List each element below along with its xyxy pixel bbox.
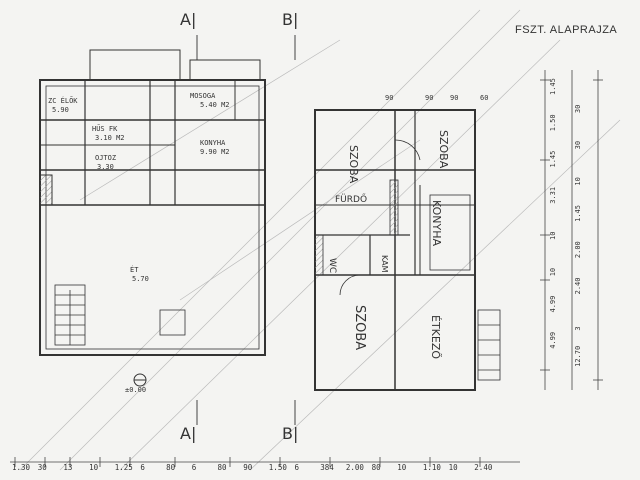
dimension-top-label: 90: [450, 94, 458, 102]
dimension-right-label: 2.40: [574, 278, 582, 295]
dimension-bottom-label: 6: [140, 463, 145, 472]
room-area-konyha-left: 9.90 M2: [200, 148, 230, 156]
section-lines: [196, 35, 296, 425]
room-label-konyha-left: KONYHA: [200, 139, 226, 147]
dimension-bottom-label: 10: [89, 463, 99, 472]
dimension-right-label: 1.45: [549, 151, 557, 168]
room-area-mosoga: 5.40 M2: [200, 101, 230, 109]
dimension-bottom-label: 384: [320, 463, 334, 472]
dimension-bottom-label: 1.50: [269, 463, 288, 472]
room-label-et: ÉT: [130, 265, 139, 274]
dimension-right-label: 1.50: [549, 114, 557, 131]
dimension-bottom-label: 1.25: [115, 463, 133, 472]
dimension-line-bottom: [10, 457, 520, 467]
dimension-right-label: 30: [574, 105, 582, 113]
section-mark-a-top: A|: [180, 10, 197, 29]
dimension-top-label: 90: [385, 94, 393, 102]
room-area-husfk: 3.10 M2: [95, 134, 125, 142]
dimension-right-label: 10: [549, 268, 557, 276]
room-label-konyha-right: KONYHA: [430, 200, 443, 246]
room-label-ojtoz: OJTOZ: [95, 154, 116, 162]
dimension-right-label: 3: [574, 326, 582, 330]
room-label-szoba-3: SZOBA: [352, 305, 367, 350]
dimension-right-label: 10: [549, 232, 557, 240]
dimension-right-label: 30: [574, 141, 582, 149]
dimension-right-label: 1.45: [549, 78, 557, 95]
room-area-zc: 5.90: [52, 106, 69, 114]
room-label-zc-eloter: ZC ÉLŐK: [48, 96, 78, 105]
room-label-husfk: HŰS FK: [92, 124, 118, 133]
dimension-bottom-label: 1.10: [423, 463, 442, 472]
section-mark-b-bottom: B|: [282, 424, 299, 443]
dimension-bottom-label: 80: [372, 463, 382, 472]
dimension-bottom-label: 13: [63, 463, 72, 472]
room-area-et: 5.70: [132, 275, 149, 283]
drawing-title: FSZT. ALAPRAJZA: [515, 24, 618, 36]
dimension-right-label: 2.00: [574, 241, 582, 258]
dimension-right-label: 10: [574, 177, 582, 185]
room-label-szoba-2: SZOBA: [437, 130, 450, 169]
dimension-bottom-label: 10: [397, 463, 407, 472]
room-label-kam: KAM: [380, 255, 389, 273]
section-mark-b-top: B|: [282, 10, 299, 29]
dimension-bottom-label: 90: [243, 463, 253, 472]
room-label-etkezo: ÉTKEZŐ: [429, 315, 443, 359]
dimension-top-label: 90: [425, 94, 433, 102]
level-mark: ±0.00: [125, 386, 146, 394]
dimension-right-label: 4.99: [549, 296, 557, 313]
dimension-right-label: 4.99: [549, 332, 557, 349]
dimension-line-right: [540, 70, 603, 390]
room-label-szoba-1: SZOBA: [347, 145, 360, 184]
dimension-bottom-label: 1.30: [12, 463, 31, 472]
left-building: [39, 49, 266, 387]
room-label-wc: WC: [327, 258, 337, 273]
dimension-bottom-label: 2.40: [474, 463, 493, 472]
section-mark-a-bottom: A|: [180, 424, 197, 443]
dimension-right-label: 1.45: [574, 205, 582, 222]
dimension-bottom-label: 80: [166, 463, 176, 472]
dimension-bottom-label: 6: [295, 463, 300, 472]
dimension-bottom-label: 10: [449, 463, 459, 472]
dimension-bottom-label: 30: [38, 463, 48, 472]
room-label-mosoga: MOSOGA: [190, 92, 216, 100]
dimension-right-label: 12.70: [574, 346, 582, 367]
dimension-bottom-label: 6: [192, 463, 197, 472]
dimension-bottom-label: 80: [218, 463, 228, 472]
dimension-top-label: 60: [480, 94, 488, 102]
right-building: [314, 109, 501, 391]
room-area-ojtoz: 3.30: [97, 163, 114, 171]
dimension-bottom-label: 2.00: [346, 463, 365, 472]
room-label-furdo: FÜRDŐ: [335, 194, 367, 205]
dimension-right-label: 3.31: [549, 187, 557, 204]
